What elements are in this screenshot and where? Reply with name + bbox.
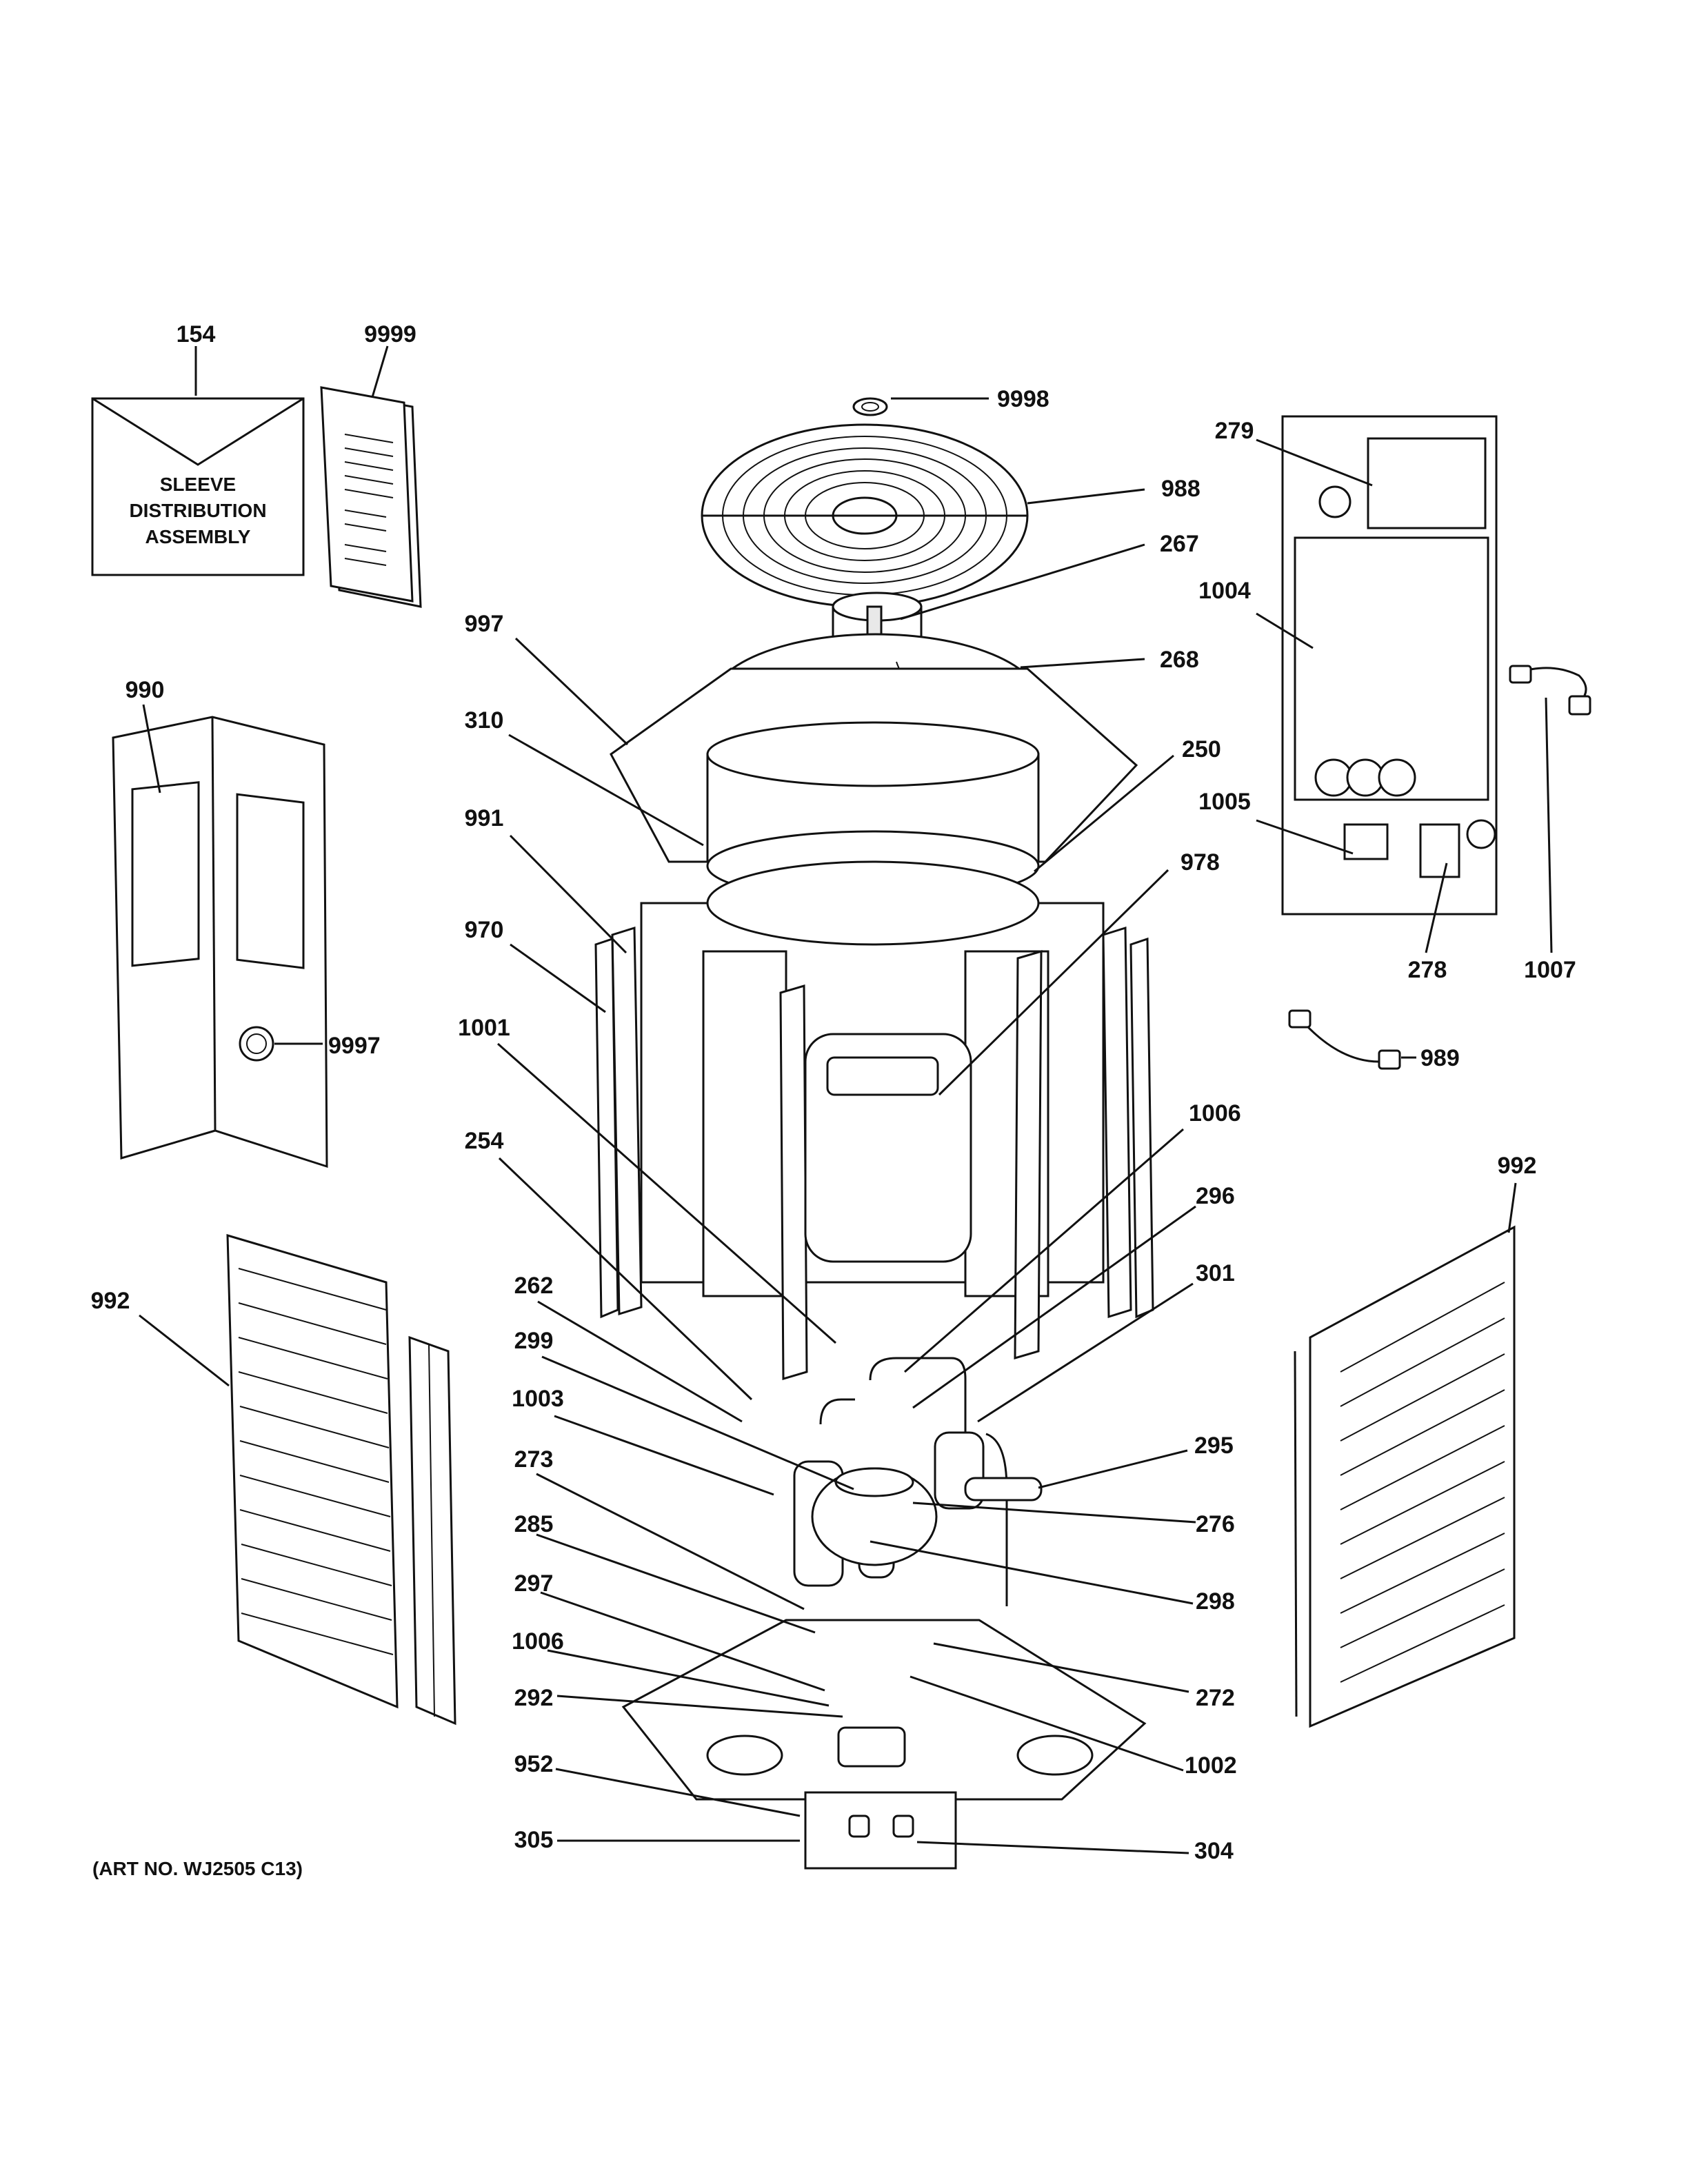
envelope-line-3: ASSEMBLY [145,526,250,547]
callout-970: 970 [465,917,504,943]
callout-labels: 154 9999 9998 988 267 268 997 310 250 99… [91,321,1576,1864]
callout-952: 952 [514,1751,554,1777]
top-panel [610,667,1138,902]
callout-1004: 1004 [1198,578,1251,604]
callout-297: 297 [514,1570,554,1597]
callout-997: 997 [465,611,504,637]
callout-990: 990 [125,677,165,703]
callout-992-right: 992 [1498,1153,1537,1179]
callout-295: 295 [1194,1433,1234,1459]
callout-1001: 1001 [458,1015,510,1041]
callout-989: 989 [1420,1045,1460,1071]
callout-304: 304 [1194,1838,1234,1864]
callout-992-left: 992 [91,1288,130,1314]
callout-1007: 1007 [1524,957,1576,983]
callout-262: 262 [514,1273,554,1299]
callout-9998: 9998 [997,386,1049,412]
callout-310: 310 [465,707,504,734]
fan-guard [701,397,1029,608]
callout-1006-upper: 1006 [1189,1100,1241,1126]
front-cover-panel [112,716,328,1169]
callout-298: 298 [1196,1588,1235,1615]
callout-299: 299 [514,1328,554,1354]
callout-296: 296 [1196,1183,1235,1209]
callout-1006-lower: 1006 [512,1628,564,1655]
service-valve-bracket [804,1791,957,1870]
callout-305: 305 [514,1827,554,1853]
callout-273: 273 [514,1446,554,1473]
callout-279: 279 [1215,418,1254,444]
envelope-line-2: DISTRIBUTION [129,500,266,521]
leader-lines [139,345,1553,1854]
callout-301: 301 [1196,1260,1235,1286]
wire-harness-989 [1288,1009,1401,1070]
callout-1003: 1003 [512,1386,564,1412]
callout-9997: 9997 [328,1033,381,1059]
callout-268: 268 [1160,647,1199,673]
callout-276: 276 [1196,1511,1235,1537]
callout-254: 254 [465,1128,504,1154]
callout-154: 154 [177,321,216,347]
callout-988: 988 [1161,476,1200,502]
callout-278: 278 [1408,957,1447,983]
callout-267: 267 [1160,531,1199,557]
compressor-shell [804,1033,972,1263]
wire-harness-1007 [1509,665,1591,716]
art-number-caption: (ART NO. WJ2505 C13) [92,1858,303,1879]
callout-285: 285 [514,1511,554,1537]
callout-1005: 1005 [1198,789,1251,815]
callout-272: 272 [1196,1685,1235,1711]
left-side-grille [226,1233,456,1726]
manual-booklet [320,386,422,608]
callout-9999: 9999 [364,321,416,347]
left-coil [594,926,1154,1381]
callout-292: 292 [514,1685,554,1711]
callout-978: 978 [1180,849,1220,876]
callout-250: 250 [1182,736,1221,762]
right-side-grille [1294,1225,1516,1728]
sleeve-distribution-envelope: SLEEVE DISTRIBUTION ASSEMBLY [91,397,305,576]
callout-1002: 1002 [1185,1752,1237,1779]
compressor-and-piping [793,1357,1043,1606]
callout-991: 991 [465,805,504,831]
envelope-line-1: SLEEVE [160,474,236,495]
control-box [1281,415,1498,916]
